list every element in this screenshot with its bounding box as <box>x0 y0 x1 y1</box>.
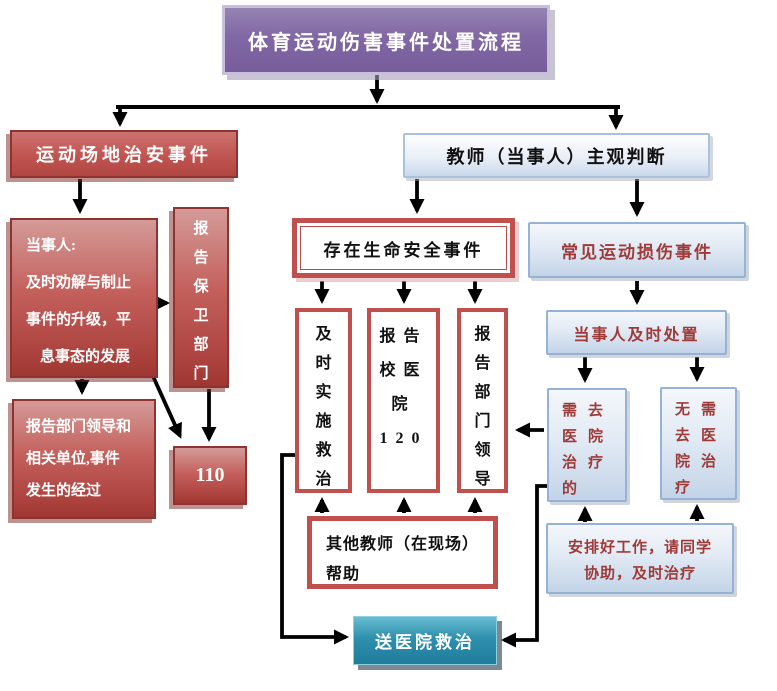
connector-needhospital-to-sendhospital <box>500 484 547 648</box>
node-report-dept-leaders: 报告部门领导和相关单位,事件发生的经过 <box>12 399 156 519</box>
need-hospital-text: 需去医院治疗的 <box>562 403 615 497</box>
node-other-teachers-help: 其他教师（在现场）帮助 <box>307 516 498 589</box>
timely-rescue-text: 及时实施救治 <box>315 326 332 488</box>
node-report-guard-department: 报告保卫部门 <box>173 207 229 388</box>
no-need-hospital-text: 无需去医院治疗 <box>675 402 728 496</box>
other-teachers-help-text: 其他教师（在现场）帮助 <box>326 536 480 583</box>
node-teacher-subjective-judgment: 教师（当事人）主观判断 <box>403 133 710 178</box>
node-need-hospital-treatment: 需去医院治疗的 <box>547 388 627 502</box>
node-send-to-hospital: 送医院救治 <box>353 616 497 665</box>
report-guard-text: 报告保卫部门 <box>193 221 209 382</box>
node-life-safety-event: 存在生命安全事件 <box>292 218 515 278</box>
node-report-dept-leader: 报告部门领导 <box>457 308 508 493</box>
node-no-need-hospital-treatment: 无需去医院治疗 <box>660 387 737 500</box>
report-dept-leader-text: 报告部门领导 <box>474 326 491 488</box>
node-police-110: 110 <box>173 446 247 505</box>
node-common-sports-injury: 常见运动损伤事件 <box>528 222 746 278</box>
node-timely-rescue: 及时实施救治 <box>295 308 352 493</box>
node-title: 体育运动伤害事件处置流程 <box>222 5 550 75</box>
node-arrange-work: 安排好工作，请同学协助，及时治疗 <box>546 523 734 594</box>
node-party-timely-handle: 当事人及时处置 <box>546 310 727 355</box>
arrange-work-text: 安排好工作，请同学协助，及时治疗 <box>567 540 712 582</box>
node-sport-field-security-event: 运动场地治安事件 <box>10 130 238 178</box>
node-party-actions: 当事人:及时劝解与制止事件的升级，平息事态的发展 <box>10 218 158 378</box>
party-actions-text: 当事人:及时劝解与制止事件的升级，平息事态的发展 <box>26 238 132 365</box>
report-dept-leaders-text: 报告部门领导和相关单位,事件发生的经过 <box>26 419 132 499</box>
